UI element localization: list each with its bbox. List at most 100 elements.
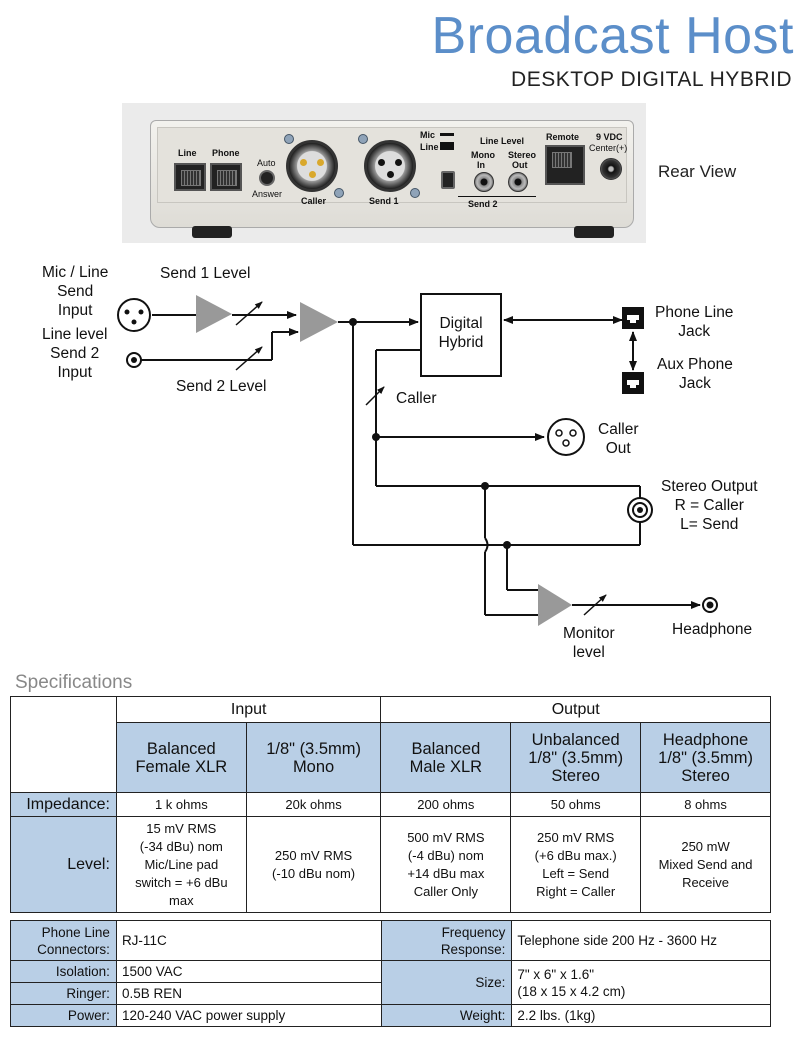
size-label: Size:: [381, 960, 513, 1005]
impedance-value: 1 k ohms: [115, 792, 247, 817]
headphone-label: Headphone: [672, 621, 753, 638]
line-switch-label: Line: [420, 142, 439, 152]
signal-flow-diagram: Mic / Line Send Input Send 1 Level Line …: [0, 250, 804, 670]
level-label: Level:: [10, 816, 117, 913]
isolation-value: 1500 VAC: [115, 960, 383, 983]
line-rj-jack: [174, 163, 206, 191]
line-level-label: Line Level: [480, 136, 525, 146]
caller-xlr-male: [286, 140, 338, 192]
stereo-output-jack-icon: [627, 497, 653, 523]
device-body: Line Phone Auto Answer Caller: [150, 120, 634, 228]
send1-amp-icon: [196, 295, 232, 333]
switch-mark: [440, 133, 454, 136]
corner-cell: [10, 722, 117, 793]
ringer-value: 0.5B REN: [115, 982, 383, 1005]
col-mono-input: 1/8" (3.5mm)Mono: [245, 722, 382, 793]
phone-line-connectors-value: RJ-11C: [115, 920, 383, 961]
size-value: 7" x 6" x 1.6"(18 x 15 x 4.2 cm): [511, 960, 771, 1005]
mono-label: Mono: [471, 150, 495, 160]
send2-label: Send 2: [468, 199, 498, 209]
page-title: Broadcast Host: [431, 7, 794, 65]
device-rear-face: Line Phone Auto Answer Caller: [157, 127, 628, 209]
monitor-amp-icon: [538, 584, 572, 626]
impedance-value: 200 ohms: [380, 792, 512, 817]
device-foot: [192, 226, 232, 238]
mono-in-jack: [474, 172, 494, 192]
phone-jack-label: Phone: [212, 148, 240, 158]
in-label: In: [477, 160, 485, 170]
page-subtitle: DESKTOP DIGITAL HYBRID: [511, 68, 792, 91]
stereo-output-label: Stereo Output R = Caller L= Send: [661, 478, 758, 533]
send1-xlr-female: [364, 140, 416, 192]
phone-line-jack-icon: [622, 307, 644, 329]
device-foot: [574, 226, 614, 238]
digital-hybrid-label: Digital Hybrid: [438, 315, 484, 351]
xlr-input-icon: [117, 298, 151, 332]
specifications-heading: Specifications: [15, 672, 133, 693]
stereo-out-jack: [508, 172, 528, 192]
caller-out-xlr-icon: [547, 418, 585, 456]
line-level-send2-input-label: Line level Send 2 Input: [42, 326, 108, 381]
impedance-value: 20k ohms: [245, 792, 382, 817]
screw-icon: [284, 134, 294, 144]
isolation-label: Isolation:: [10, 960, 117, 983]
switch-mark: [440, 142, 454, 150]
rear-view-caption: Rear View: [658, 162, 737, 181]
impedance-value: 8 ohms: [640, 792, 771, 817]
phone-rj-jack: [210, 163, 242, 191]
frequency-response-value: Telephone side 200 Hz - 3600 Hz: [511, 920, 771, 961]
output-group-header: Output: [380, 696, 771, 723]
power-label: Power:: [10, 1004, 117, 1027]
answer-label: Answer: [252, 189, 283, 199]
mic-label: Mic: [420, 130, 436, 140]
digital-hybrid-box: [420, 293, 502, 377]
power-jack: [600, 158, 622, 180]
power-value: 120-240 VAC power supply: [115, 1004, 383, 1027]
caller-out-label: Caller Out: [598, 421, 639, 457]
caller-label: Caller: [301, 196, 327, 206]
send1-label: Send 1: [369, 196, 399, 206]
impedance-label: Impedance:: [10, 792, 117, 817]
headphone-jack-icon: [702, 597, 718, 613]
weight-value: 2.2 lbs. (1kg): [511, 1004, 771, 1027]
diagram-lines: [117, 293, 718, 626]
auto-label: Auto: [257, 158, 276, 168]
corner-cell: [10, 696, 117, 723]
caller-level-label: Caller: [396, 390, 437, 407]
mic-line-switch: [441, 171, 455, 189]
auto-answer-button: [259, 170, 275, 186]
send1-level-label: Send 1 Level: [160, 265, 251, 282]
phone-line-jack-label: Phone Line Jack: [655, 304, 734, 340]
screw-icon: [410, 188, 420, 198]
monitor-level-label: Monitor level: [563, 625, 615, 661]
ringer-label: Ringer:: [10, 982, 117, 1005]
send2-level-label: Send 2 Level: [176, 378, 267, 395]
screw-icon: [358, 134, 368, 144]
mono-input-jack-icon: [126, 352, 142, 368]
screw-icon: [334, 188, 344, 198]
remote-rj-jack: [545, 145, 585, 185]
level-value: 250 mV RMS(-10 dBu nom): [245, 816, 382, 913]
remote-label: Remote: [546, 132, 580, 142]
impedance-value: 50 ohms: [510, 792, 642, 817]
aux-phone-jack-icon: [622, 372, 644, 394]
out-label: Out: [512, 160, 528, 170]
input-group-header: Input: [115, 696, 382, 723]
line-jack-label: Line: [178, 148, 197, 158]
power-center-label: Center(+): [589, 143, 628, 153]
rear-panel-image: Line Phone Auto Answer Caller: [122, 103, 646, 243]
stereo-label: Stereo: [508, 150, 537, 160]
weight-label: Weight:: [381, 1004, 513, 1027]
